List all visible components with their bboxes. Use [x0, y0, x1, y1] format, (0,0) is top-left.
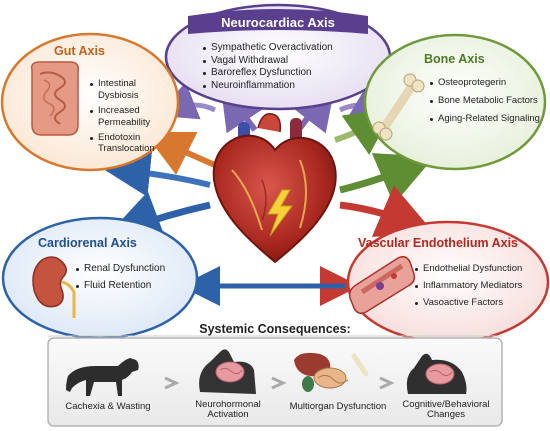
list-item: Inflammatory Mediators [415, 280, 522, 292]
bone-icon [372, 73, 425, 141]
neurocardiac-title-banner [188, 9, 368, 34]
vascular-list: Endothelial Dysfunction Inflammatory Med… [415, 263, 522, 309]
blood-vessel-icon [348, 255, 416, 315]
list-item: Endotoxin Translocation [90, 132, 168, 156]
list-item: Osteoprotegerin [430, 77, 540, 89]
bone-list: Osteoprotegerin Bone Metabolic Factors A… [430, 77, 540, 125]
cardiorenal-title: Cardiorenal Axis [38, 236, 137, 250]
consequence-label-neurohormonal: Neurohormonal Activation [195, 399, 261, 421]
chevron-right-icon [379, 376, 395, 390]
neurocardiac-axis [164, 3, 392, 111]
gut-axis [0, 32, 180, 172]
list-item: Renal Dysfunction [76, 263, 165, 276]
neurocardiac-list: Sympathetic Overactivation Vagal Withdra… [203, 42, 333, 92]
consequence-label-cachexia: Cachexia & Wasting [65, 401, 151, 412]
brain-icon [215, 361, 245, 383]
list-item: Baroreflex Dysfunction [203, 67, 333, 80]
arrow-heart-to-gut [143, 131, 217, 175]
chevron-right-icon [164, 376, 180, 390]
list-item: Aging-Related Signaling [430, 113, 540, 125]
arrow-heart-to-bone-2 [339, 153, 435, 205]
cardiorenal-list: Renal Dysfunction Fluid Retention [76, 263, 165, 292]
gut-title: Gut Axis [54, 44, 105, 58]
heart-icon [212, 113, 337, 264]
kidney-icon [32, 256, 76, 318]
consequence-label-multiorgan: Multiorgan Dysfunction [289, 401, 387, 412]
chevron-right-icon [271, 376, 287, 390]
brain-icon [425, 363, 455, 385]
vascular-axis [346, 220, 550, 344]
systemic-consequences-panel [47, 335, 503, 427]
list-item: Endothelial Dysfunction [415, 263, 522, 275]
list-item: Intestinal Dysbiosis [90, 78, 168, 102]
intestine-icon [30, 61, 80, 136]
gut-list: Intestinal Dysbiosis Increased Permeabil… [90, 78, 168, 155]
list-item: Increased Permeability [90, 105, 168, 129]
lightning-icon [267, 189, 293, 237]
list-item: Vagal Withdrawal [203, 55, 333, 68]
list-item: Neuroinflammation [203, 80, 333, 93]
neurocardiac-title: Neurocardiac Axis [221, 15, 335, 30]
vascular-title: Vascular Endothelium Axis [358, 236, 519, 250]
bone-ellipse [363, 33, 547, 171]
consequence-label-cognitive: Cognitive/Behavioral Changes [402, 399, 490, 421]
arrow-heart-to-gut-blue [102, 149, 211, 197]
organs-icon [294, 352, 369, 392]
consequences-box [47, 337, 503, 427]
list-item: Fluid Retention [76, 280, 165, 293]
list-item: Sympathetic Overactivation [203, 42, 333, 55]
bone-title: Bone Axis [424, 52, 485, 66]
cardiorenal-axis [1, 216, 199, 340]
consequences-title: Systemic Consequences: [199, 322, 351, 336]
bone-axis [363, 33, 547, 171]
dog-icon [66, 358, 139, 396]
arrow-heart-to-vascular [339, 185, 435, 237]
list-item: Vasoactive Factors [415, 297, 522, 309]
list-item: Bone Metabolic Factors [430, 95, 540, 107]
